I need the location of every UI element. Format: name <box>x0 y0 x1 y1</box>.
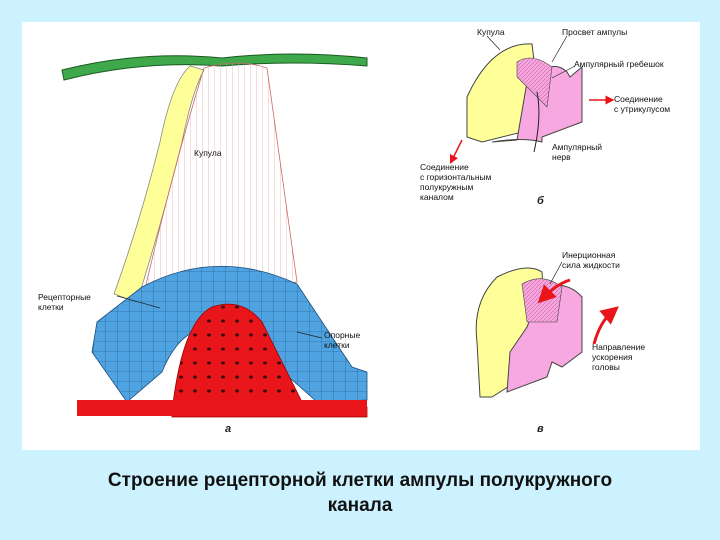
caption-line-1: Строение рецепторной клетки ампулы полук… <box>107 470 613 491</box>
label-cupula-b: Купула <box>477 27 505 37</box>
caption-line-2: канала <box>327 495 393 516</box>
label-support-cells: Опорные клетки <box>324 330 361 350</box>
label-ampullary-crest: Ампулярный гребешок <box>574 59 664 69</box>
panel-a-drawing <box>61 53 368 418</box>
inertial-force-arrow <box>537 278 571 304</box>
label-ampulla-lumen: Просвет ампулы <box>562 27 628 37</box>
label-head-acceleration: Направление ускорения головы <box>592 342 646 372</box>
label-utricle-connection: Соединение с утрикулусом <box>614 94 671 114</box>
leader-lines <box>116 35 576 339</box>
panel-letter-c: в <box>537 423 544 435</box>
panel-b-drawing <box>449 43 615 165</box>
acceleration-arrow <box>592 306 619 345</box>
cupula-yellow-side <box>113 65 205 303</box>
cupula-body <box>141 62 298 303</box>
panel-c-drawing <box>475 267 619 398</box>
ampulla-b-nerve <box>533 91 540 153</box>
illustration <box>61 35 619 418</box>
label-horizontal-canal-connection: Соединение с горизонтальным полукружным … <box>420 162 492 202</box>
ampullary-crest <box>171 303 368 418</box>
label-ampullary-nerve: Ампулярный нерв <box>552 142 603 162</box>
panel-letter-a: а <box>225 423 232 435</box>
label-receptor-cells: Рецепторные клетки <box>38 292 91 312</box>
slide-caption: Строение рецепторной клетки ампулы полук… <box>0 468 720 518</box>
panel-letter-b: б <box>537 195 544 207</box>
crest-base <box>77 400 367 416</box>
label-inertial-force: Инерционная сила жидкости <box>562 250 620 270</box>
green-membrane <box>61 53 368 81</box>
ampulla-b-crest <box>516 57 553 108</box>
label-cupula-a: Купула <box>194 148 222 158</box>
figure: Купула Рецепторные клетки Опорные клетки… <box>22 22 700 450</box>
